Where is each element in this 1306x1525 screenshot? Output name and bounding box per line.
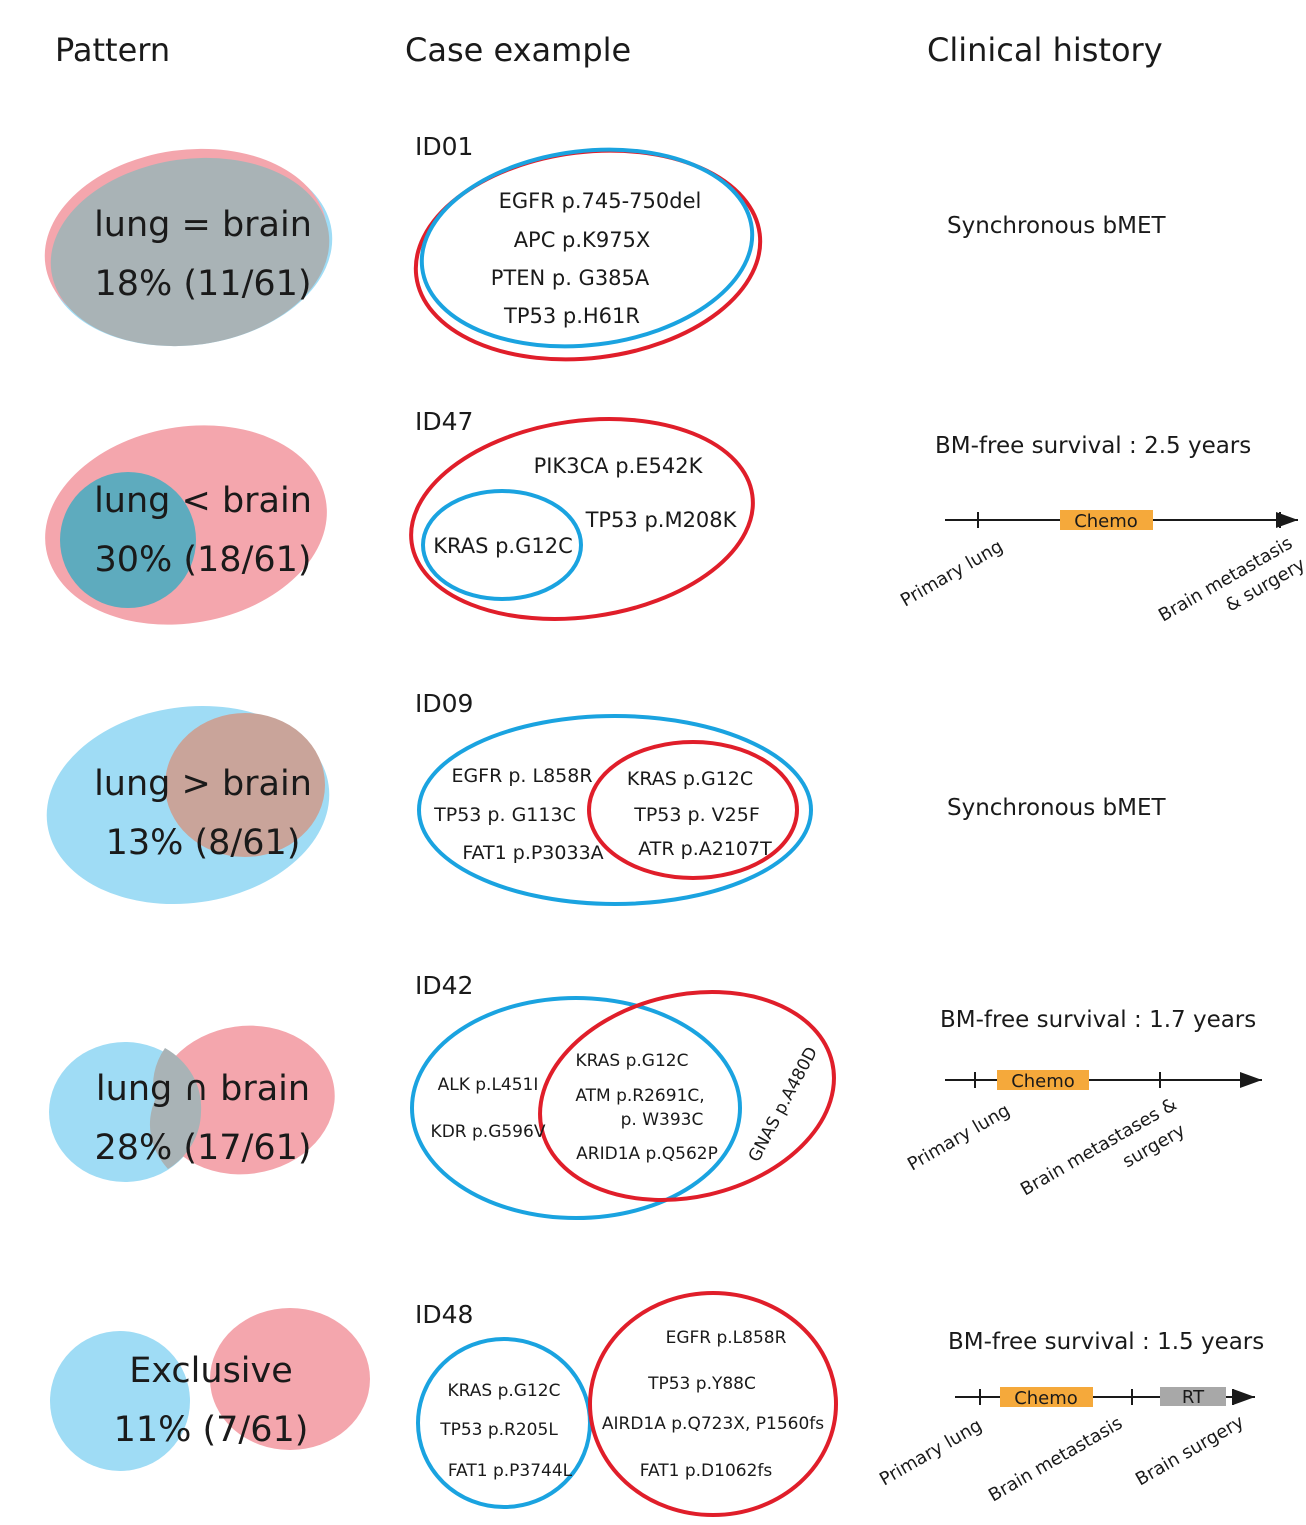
mutation: EGFR p.745-750del xyxy=(499,189,702,213)
mutation: TP53 p. V25F xyxy=(633,804,760,826)
brain-circle xyxy=(587,740,799,880)
pattern-label: lung > brain xyxy=(94,764,312,804)
timeline-label: Primary lung xyxy=(876,1415,986,1490)
chemo-label: Chemo xyxy=(1011,1071,1075,1092)
timeline-label: Brain surgery xyxy=(1132,1411,1248,1490)
row-4: lung ∩ brain 28% (17/61) ID42 ALK p.L451… xyxy=(49,971,1262,1220)
case-id: ID09 xyxy=(415,689,473,718)
chemo-label: Chemo xyxy=(1014,1388,1078,1409)
brain-circle xyxy=(588,1291,838,1517)
mutation: ALK p.L451I xyxy=(438,1075,539,1095)
brain-ellipse xyxy=(165,713,325,857)
mutation: ATR p.A2107T xyxy=(638,838,772,860)
lung-circle xyxy=(421,489,583,601)
mutation: TP53 p.H61R xyxy=(503,304,640,328)
pattern-venn-2 xyxy=(45,425,327,625)
lung-circle xyxy=(410,996,742,1220)
case-id: ID48 xyxy=(415,1300,473,1329)
mutation: p. W393C xyxy=(621,1110,704,1130)
clinical-text: BM-free survival : 1.7 years xyxy=(940,1007,1256,1033)
timeline-label: Primary lung xyxy=(904,1100,1014,1175)
mutation: TP53 p. G113C xyxy=(433,804,576,826)
mutation: KRAS p.G12C xyxy=(433,534,573,558)
clinical-text: BM-free survival : 2.5 years xyxy=(935,433,1251,459)
brain-circle xyxy=(538,990,836,1202)
pattern-percentage: 28% (17/61) xyxy=(94,1128,311,1168)
lung-circle xyxy=(417,714,813,906)
mutation: TP53 p.R205L xyxy=(439,1420,558,1440)
timeline: Chemo Primary lung Brain metastases & su… xyxy=(904,1070,1262,1200)
timeline: Chemo RT Primary lung Brain metastasis B… xyxy=(876,1387,1255,1506)
pattern-percentage: 11% (7/61) xyxy=(114,1410,309,1450)
pattern-venn-4 xyxy=(49,1025,335,1182)
chemo-box xyxy=(1060,510,1153,530)
mutation: PIK3CA p.E542K xyxy=(534,454,704,478)
mutation: EGFR p.L858R xyxy=(666,1328,787,1348)
row-1: lung = brain 18% (11/61) ID01 EGFR p.745… xyxy=(44,132,1167,362)
mutation: FAT1 p.P3744L xyxy=(448,1461,573,1481)
pattern-label: lung = brain xyxy=(94,205,312,245)
chemo-box xyxy=(1000,1387,1093,1407)
mutation: KRAS p.G12C xyxy=(448,1381,561,1401)
overlap-region xyxy=(50,157,330,347)
mutation: APC p.K975X xyxy=(514,228,651,252)
header-clinical-history: Clinical history xyxy=(927,31,1163,69)
timeline-label: Primary lung xyxy=(897,536,1007,611)
case-id: ID01 xyxy=(415,132,473,161)
row-3: lung > brain 13% (8/61) ID09 EGFR p. L85… xyxy=(46,689,1167,906)
rt-box xyxy=(1160,1387,1226,1406)
timeline: Chemo Primary lung Brain metastasis & su… xyxy=(897,510,1306,626)
clinical-text: Synchronous bMET xyxy=(947,795,1167,821)
chemo-label: Chemo xyxy=(1074,511,1138,532)
case-id: ID42 xyxy=(415,971,473,1000)
timeline-label: Brain metastasis xyxy=(985,1413,1126,1507)
case-id: ID47 xyxy=(415,407,473,436)
mutation: KRAS p.G12C xyxy=(576,1051,689,1071)
mutation: EGFR p. L858R xyxy=(451,765,592,787)
rt-label: RT xyxy=(1182,1387,1205,1408)
brain-circle xyxy=(409,417,755,621)
pattern-percentage: 18% (11/61) xyxy=(94,264,311,304)
mutation: AIRD1A p.Q723X, P1560fs xyxy=(602,1414,824,1434)
lung-ellipse xyxy=(60,472,196,608)
mutation: ARID1A p.Q562P xyxy=(576,1144,718,1164)
mutation: GNAS p.A480D xyxy=(745,1044,822,1166)
mutation: FAT1 p.D1062fs xyxy=(640,1461,773,1481)
pattern-venn-1 xyxy=(44,148,333,347)
pattern-venn-3 xyxy=(46,705,330,905)
mutation: KRAS p.G12C xyxy=(627,768,753,790)
row-2: lung < brain 30% (18/61) ID47 PIK3CA p.E… xyxy=(45,407,1306,626)
pattern-label: lung ∩ brain xyxy=(96,1069,310,1109)
lung-ellipse xyxy=(50,1331,190,1471)
clinical-text: BM-free survival : 1.5 years xyxy=(948,1329,1264,1355)
pattern-label: Exclusive xyxy=(129,1351,293,1391)
brain-circle xyxy=(413,148,763,362)
mutation: TP53 p.Y88C xyxy=(647,1374,756,1394)
pattern-percentage: 30% (18/61) xyxy=(94,540,311,580)
brain-ellipse xyxy=(210,1308,370,1450)
mutation: KDR p.G596V xyxy=(431,1122,546,1142)
mutation: TP53 p.M208K xyxy=(585,508,738,532)
pattern-percentage: 13% (8/61) xyxy=(106,823,301,863)
mutation: FAT1 p.P3033A xyxy=(462,842,603,864)
chemo-box xyxy=(997,1070,1089,1090)
overlap-region xyxy=(149,1048,202,1169)
brain-ellipse xyxy=(155,1025,335,1175)
header-pattern: Pattern xyxy=(55,31,170,69)
pattern-venn-5 xyxy=(50,1308,370,1471)
clinical-text: Synchronous bMET xyxy=(947,213,1167,239)
row-5: Exclusive 11% (7/61) ID48 KRAS p.G12C TP… xyxy=(50,1291,1264,1517)
pattern-label: lung < brain xyxy=(94,481,312,521)
lung-circle xyxy=(419,147,755,349)
mutation: ATM p.R2691C, xyxy=(575,1086,704,1106)
mutation: PTEN p. G385A xyxy=(491,266,650,290)
header-case-example: Case example xyxy=(405,31,631,69)
